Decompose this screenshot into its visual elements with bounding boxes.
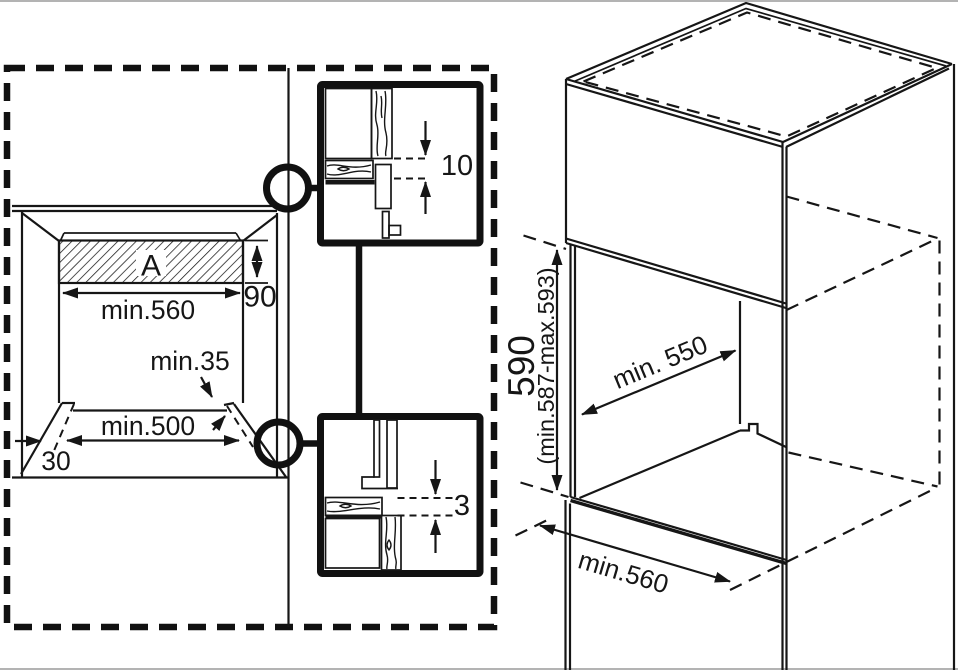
dim-niche-height-label: 590 bbox=[501, 335, 542, 397]
wood-panel-horizontal bbox=[324, 159, 374, 180]
magnifier-circle-bottom bbox=[253, 418, 304, 469]
niche-front-view: A 90 min.560 min.35 bbox=[12, 68, 290, 627]
dim-width-top-label: min.560 bbox=[101, 295, 195, 325]
dim-plinth: 30 bbox=[15, 435, 71, 476]
detail-box-bottom: 3 bbox=[317, 413, 484, 577]
dim-width-bottom: min.500 bbox=[66, 411, 240, 446]
dim-clearance-label: min.35 bbox=[150, 346, 230, 376]
dim-niche-depth-label: min. 550 bbox=[608, 329, 712, 395]
wood-panel-vertical bbox=[370, 87, 393, 160]
dim-niche-height: 590 (min.587-max.593) bbox=[501, 234, 569, 499]
dim-vent-height: 90 bbox=[243, 239, 277, 314]
vent-label: A bbox=[141, 250, 161, 283]
dim-vent-height-label: 90 bbox=[243, 281, 276, 314]
dim-niche-height-range-label: (min.587-max.593) bbox=[533, 267, 559, 464]
dim-width-bottom-label: min.500 bbox=[101, 411, 195, 441]
magnifier-circle-top bbox=[263, 163, 312, 213]
dim-niche-width-label: min.560 bbox=[575, 544, 672, 599]
detail-box-top: 10 bbox=[317, 81, 484, 247]
detail-top-gap-label: 10 bbox=[441, 150, 473, 182]
dim-width-top: min.560 bbox=[62, 287, 241, 325]
dim-niche-width: min.560 bbox=[515, 518, 731, 600]
isometric-view: 590 (min.587-max.593) min. 550 min.560 bbox=[501, 1, 956, 670]
wood-panel-vertical-bottom bbox=[380, 514, 402, 571]
dim-plinth-label: 30 bbox=[41, 446, 70, 476]
dim-clearance: min.35 bbox=[150, 346, 230, 431]
dashed-frame bbox=[3, 64, 498, 631]
dim-niche-depth: min. 550 bbox=[581, 329, 737, 416]
hidden-edges bbox=[580, 11, 941, 591]
detail-bottom-gap-label: 3 bbox=[454, 490, 470, 522]
